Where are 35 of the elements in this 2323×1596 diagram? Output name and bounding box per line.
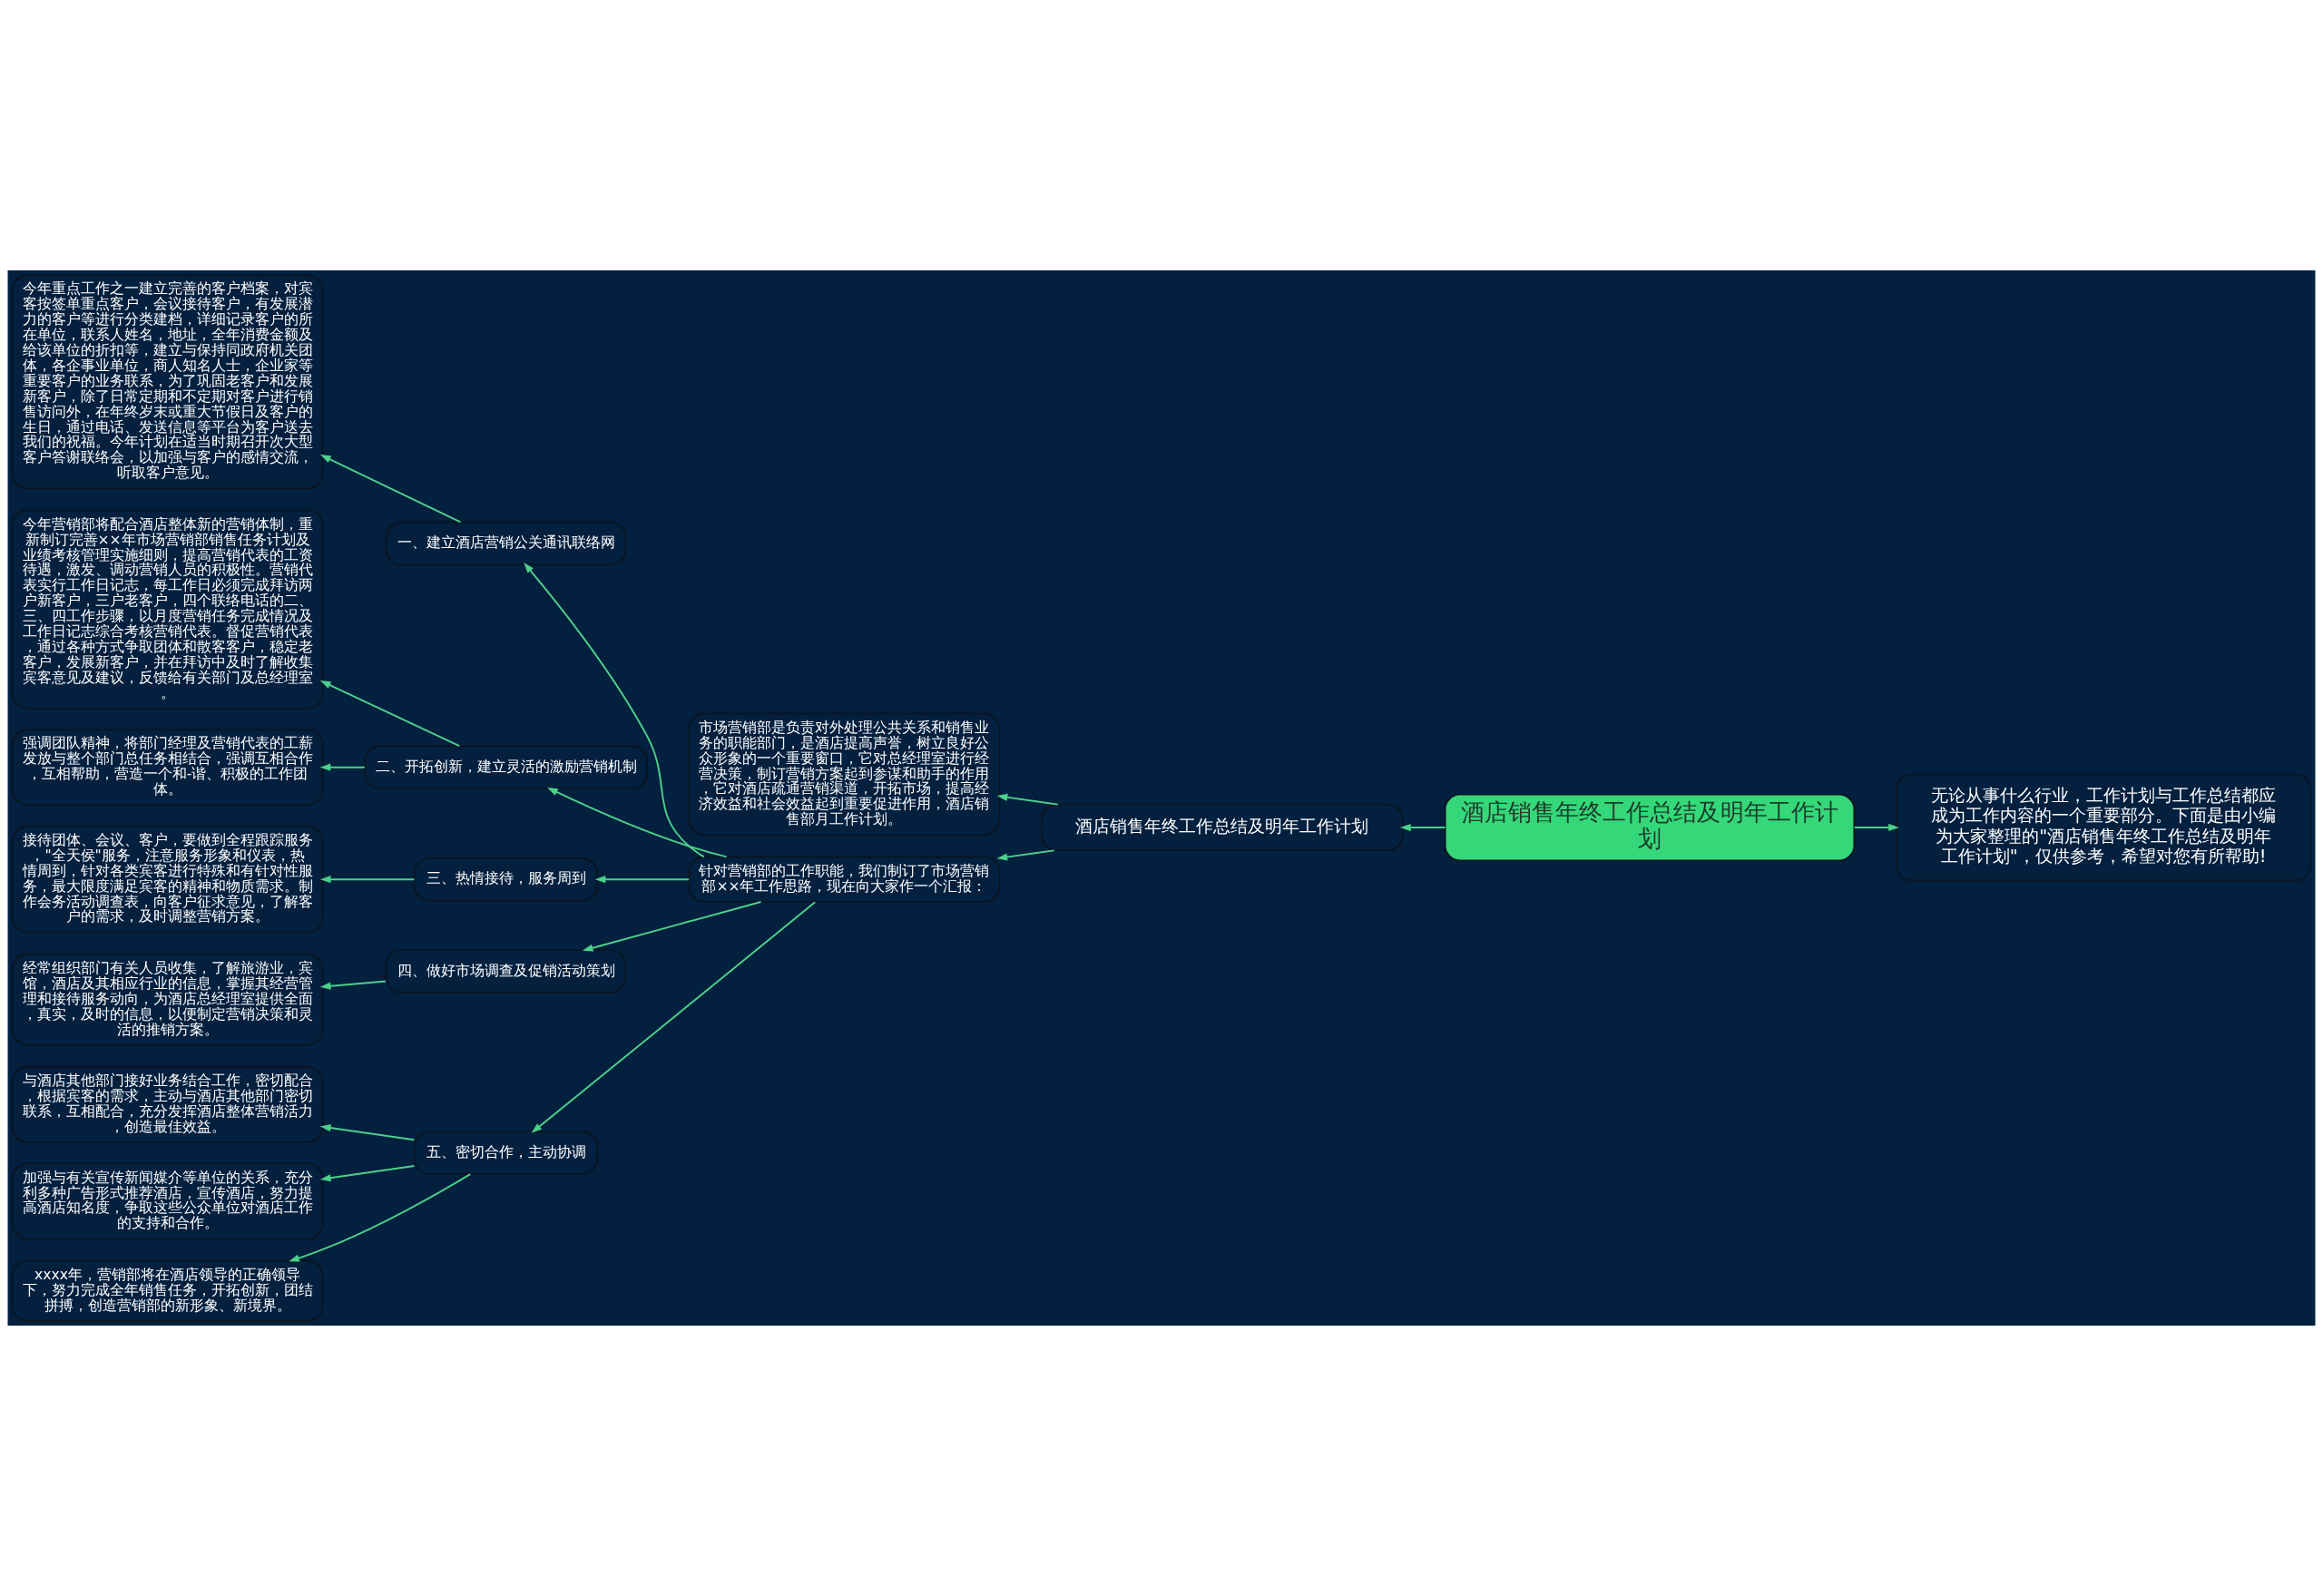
arrow — [531, 901, 817, 1133]
node-box: 与酒店其他部门接好业务结合工作，密切配合，根据宾客的需求，主动与酒店其他部门密切联系，互相配合，充分发挥酒店整体营销活力，创造最佳效益。 — [11, 1065, 324, 1143]
node-box: 强调团队精神，将部门经理及营销代表的工薪发放与整个部门总任务相结合，强调互相合作，互相帮助，营造一个和-谐、积极的工作团体。 — [11, 729, 324, 807]
node-box: 酒店销售年终工作总结及明年工作计划 — [1041, 803, 1404, 852]
node-box: 无论从事什么行业，工作计划与工作总结都应成为工作内容的一个重要部分。下面是由小编为大家整理的"酒店销售年终工作总结及明年工作计划"，仅供参考，希望对您有所帮助! — [1896, 773, 2312, 882]
node-box: 今年重点工作之一建立完善的客户档案，对宾客按签单重点客户，会议接待客户，有发展潜力的客户等进行分类建档，详细记录客户的所在单位，联系人姓名，地址，全年消费金额及给该单位的折扣等，建立与保持同政府机关团体，各企事业单位，商人知名人士，企业家等重要客户的业务联系，为了巩固老客户和发展新客户，除了日常定期和不定期对客户进行销售访问外，在年终岁末或重大节假日及客户的生日，通过电话、发送信息等平台为客户送去我们的祝福。今年计划在适当时期召开次大型客户答谢联络会，以加强与客户的感情交流，听取客户意见。 — [11, 274, 324, 490]
arrow — [996, 793, 1059, 806]
arrow — [319, 980, 387, 990]
arrow — [319, 455, 462, 524]
node-box: 三、热情接待，服务周到 — [413, 857, 599, 902]
arrow — [594, 876, 691, 884]
arrow — [319, 763, 366, 771]
arrow — [319, 876, 416, 884]
arrow — [1853, 823, 1899, 832]
arrow — [547, 787, 728, 858]
node-box: 加强与有关宣传新闻媒介等单位的关系，充分利多种广告形式推荐酒店，宣传酒店，努力提高酒店知名度，争取这些公众单位对酒店工作的支持和合作。 — [11, 1162, 324, 1240]
node-box: 二、开拓创新，建立灵活的激励营销机制 — [364, 745, 648, 790]
node-box: 四、做好市场调查及促销活动策划 — [385, 949, 627, 994]
arrow — [996, 849, 1055, 861]
arrow — [319, 1165, 416, 1182]
arrow — [582, 900, 762, 952]
arrow — [289, 1173, 472, 1262]
node-box: 一、建立酒店营销公关通讯联络网 — [385, 521, 627, 566]
arrow — [1400, 823, 1446, 832]
node-box: 接待团体、会议、客户，要做到全程跟踪服务，"全天侯"服务，注意服务形象和仪表，热情周到，针对各类宾客进行特殊和有针对性服务，最大限度满足宾客的精神和物质需求。制作会务活动调查表，向客户征求意见，了解客户的需求，及时调整营销方案。 — [11, 825, 324, 934]
node-box: 经常组织部门有关人员收集，了解旅游业，宾馆，酒店及其相应行业的信息，掌握其经营管理和接待服务动向，为酒店总经理室提供全面，真实，及时的信息，以便制定营销决策和灵活的推销方案。 — [11, 953, 324, 1046]
arrow — [319, 681, 461, 748]
node-box: 五、密切合作，主动协调 — [413, 1131, 599, 1175]
arrow — [319, 1124, 416, 1141]
node-box: 酒店销售年终工作总结及明年工作计划 — [1444, 793, 1856, 862]
arrow — [524, 562, 705, 858]
node-box: 针对营销部的工作职能，我们制订了市场营销部××年工作思路，现在向大家作一个汇报： — [688, 856, 1001, 903]
node-box: 市场营销部是负责对外处理公共关系和销售业务的职能部门，是酒店提高声誉，树立良好公众形象的一个重要窗口，它对总经理室进行经营决策，制订营销方案起到参谋和助手的作用，它对酒店疏通营销渠道，开拓市场，提高经济效益和社会效益起到重要促进作用，酒店销售部月工作计划。 — [688, 712, 1001, 837]
node-box: xxxx年，营销部将在酒店领导的正确领导下，努力完成全年销售任务，开拓创新，团结拼搏，创造营销部的新形象、新境界。 — [11, 1259, 324, 1322]
node-box: 今年营销部将配合酒店整体新的营销体制，重新制订完善××年市场营销部销售任务计划及业绩考核管理实施细则，提高营销代表的工资待遇，激发、调动营销人员的积极性。营销代表实行工作日记志，每工作日必须完成拜访两户新客户，三户老客户，四个联络电话的二、三、四工作步骤，以月度营销任务完成情况及工作日记志综合考核营销代表。督促营销代表，通过各种方式争取团体和散客客户，稳定老客户，发展新客户，并在拜访中及时了解收集宾客意见及建议，反馈给有关部门及总经理室。 — [11, 509, 324, 710]
